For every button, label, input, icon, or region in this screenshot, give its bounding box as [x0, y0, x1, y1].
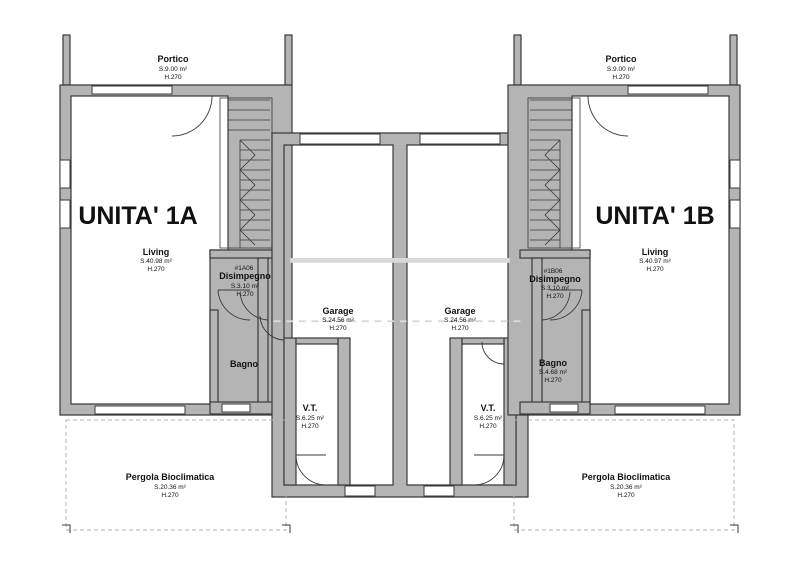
door-disimpegno-b — [549, 289, 583, 321]
unit-title-a: UNITA' 1A — [78, 202, 197, 230]
portico-area-b: S.9.00 m² — [607, 66, 636, 73]
disimpegno-code-a: #1A06 — [235, 265, 254, 272]
disimpegno-height-a: H.270 — [236, 291, 254, 298]
window-bottom-b — [614, 405, 706, 415]
window-top-b — [627, 85, 709, 95]
pergola-outline-a — [65, 419, 287, 531]
vt-door-a — [295, 454, 327, 486]
watermark-top: ━━━━━━━━━━━━━ — [289, 245, 510, 276]
portico-area-a: S.9.00 m² — [159, 66, 188, 73]
pergola-height-b: H.270 — [617, 492, 635, 499]
vt-area-b: S.6.25 m² — [474, 415, 503, 422]
pergola-outline-b — [513, 419, 735, 531]
garage-name-b: Garage — [444, 306, 475, 316]
bagno-name-b: Bagno — [539, 358, 568, 368]
garage-wall-block — [271, 132, 529, 498]
vt-wall-top-b — [461, 337, 505, 345]
garage-area-a: S.24.56 m² — [322, 317, 355, 324]
vt-door-b — [473, 454, 505, 486]
pergola-name-b: Pergola Bioclimatica — [582, 472, 672, 482]
stair-b — [527, 97, 581, 249]
portico-post-right-a — [284, 34, 293, 86]
vt-area-a: S.6.25 m² — [296, 415, 325, 422]
stair-a — [219, 97, 273, 249]
living-height-a: H.270 — [147, 266, 165, 273]
portico-height-b: H.270 — [612, 74, 630, 81]
pergola-name-a: Pergola Bioclimatica — [126, 472, 216, 482]
vt-name-b: V.T. — [481, 403, 496, 413]
pergola-height-a: H.270 — [161, 492, 179, 499]
door-garage-unit-a — [259, 315, 285, 341]
entry-door-arc-b — [587, 95, 629, 137]
window-bottom-a — [94, 405, 186, 415]
garage-area-b: S.24.56 m² — [444, 317, 477, 324]
unit-title-b: UNITA' 1B — [595, 202, 714, 230]
garage-window-top-b — [419, 133, 501, 145]
window-bagno-a — [221, 403, 251, 413]
bagno-wall-left-a — [209, 309, 219, 406]
vt-wall-top-a — [295, 337, 339, 345]
window-left2-a — [59, 199, 71, 229]
window-right2-b — [729, 199, 741, 229]
window-top-a — [91, 85, 173, 95]
unit-1a — [59, 34, 293, 416]
unit-1b — [507, 34, 741, 416]
bagno-name-a: Bagno — [230, 359, 259, 369]
disimpegno-height-b: H.270 — [546, 293, 564, 300]
window-left1-a — [59, 159, 71, 189]
disimpegno-name-a: Disimpegno — [219, 271, 271, 281]
door-bagno-a — [239, 290, 269, 321]
living-area-b: S.40.97 m² — [639, 258, 672, 265]
living-height-b: H.270 — [646, 266, 664, 273]
vt-height-b: H.270 — [479, 423, 497, 430]
bagno-area-b: S.4.68 m² — [539, 369, 568, 376]
window-bagno-b — [549, 403, 579, 413]
disimpegno-area-b: S.3.10 m² — [541, 285, 570, 292]
garage-door-b — [423, 485, 455, 497]
vt-wall-right-a — [337, 337, 351, 486]
portico-post-left-a — [62, 34, 71, 86]
door-vt-garage-b — [481, 341, 505, 365]
watermark-bottom: ━━━━━━━━━━━━━━━━━━━━ — [273, 316, 526, 328]
door-disimpegno-a — [217, 289, 251, 321]
window-right1-b — [729, 159, 741, 189]
living-name-a: Living — [143, 247, 170, 257]
garage-door-a — [344, 485, 376, 497]
portico-name-b: Portico — [605, 54, 637, 64]
garage-window-top-a — [299, 133, 381, 145]
disimpegno-wall-top-b — [519, 249, 591, 259]
disimpegno-name-b: Disimpegno — [529, 274, 581, 284]
disimpegno-code-b: #1B06 — [544, 268, 563, 275]
door-bagno-b — [541, 290, 571, 321]
bagno-height-b: H.270 — [544, 377, 562, 384]
pergola-area-a: S.20.36 m² — [154, 484, 187, 491]
entry-door-arc-a — [171, 95, 213, 137]
portico-name-a: Portico — [157, 54, 189, 64]
living-area-a: S.40.98 m² — [140, 258, 173, 265]
portico-post-right-b — [729, 34, 738, 86]
bagno-wall-right-b — [581, 309, 591, 406]
garages — [259, 132, 541, 498]
disimpegno-area-a: S.3.10 m² — [231, 283, 260, 290]
garage-height-a: H.270 — [329, 325, 347, 332]
portico-height-a: H.270 — [164, 74, 182, 81]
pergola-area-b: S.20.36 m² — [610, 484, 643, 491]
disimpegno-wall-top-a — [209, 249, 281, 259]
garage-name-a: Garage — [322, 306, 353, 316]
vt-wall-left-a — [283, 337, 297, 486]
vt-wall-left-b — [449, 337, 463, 486]
vt-name-a: V.T. — [303, 403, 318, 413]
portico-post-left-b — [513, 34, 522, 86]
vt-height-a: H.270 — [301, 423, 319, 430]
pergola-posts — [62, 524, 739, 533]
living-name-b: Living — [642, 247, 669, 257]
garage-height-b: H.270 — [451, 325, 469, 332]
